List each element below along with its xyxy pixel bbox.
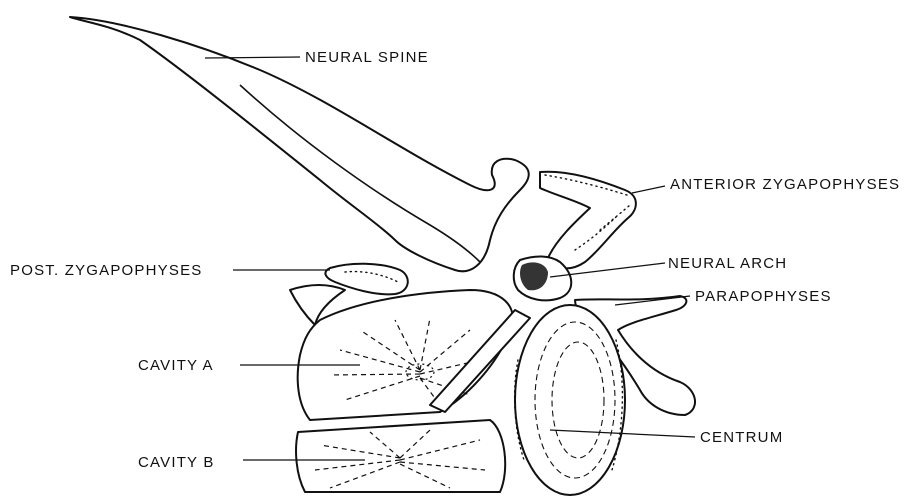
leader-anterior-zygapophyses [632, 186, 665, 193]
label-parapophyses: PARAPOPHYSES [695, 288, 832, 305]
label-neural-arch: NEURAL ARCH [668, 255, 787, 272]
label-anterior-zygapophyses: ANTERIOR ZYGAPOPHYSES [670, 176, 900, 193]
cavity-b-outline [296, 420, 505, 492]
label-cavity-b: CAVITY B [138, 454, 215, 471]
label-centrum: CENTRUM [700, 429, 783, 446]
label-cavity-a: CAVITY A [138, 357, 214, 374]
label-post-zygapophyses: POST. ZYGAPOPHYSES [10, 262, 202, 279]
anterior-zygapophysis-shape [540, 172, 636, 269]
label-neural-spine: NEURAL SPINE [305, 49, 429, 66]
centrum-outline [515, 305, 625, 495]
neural-spine-shape [70, 17, 529, 271]
